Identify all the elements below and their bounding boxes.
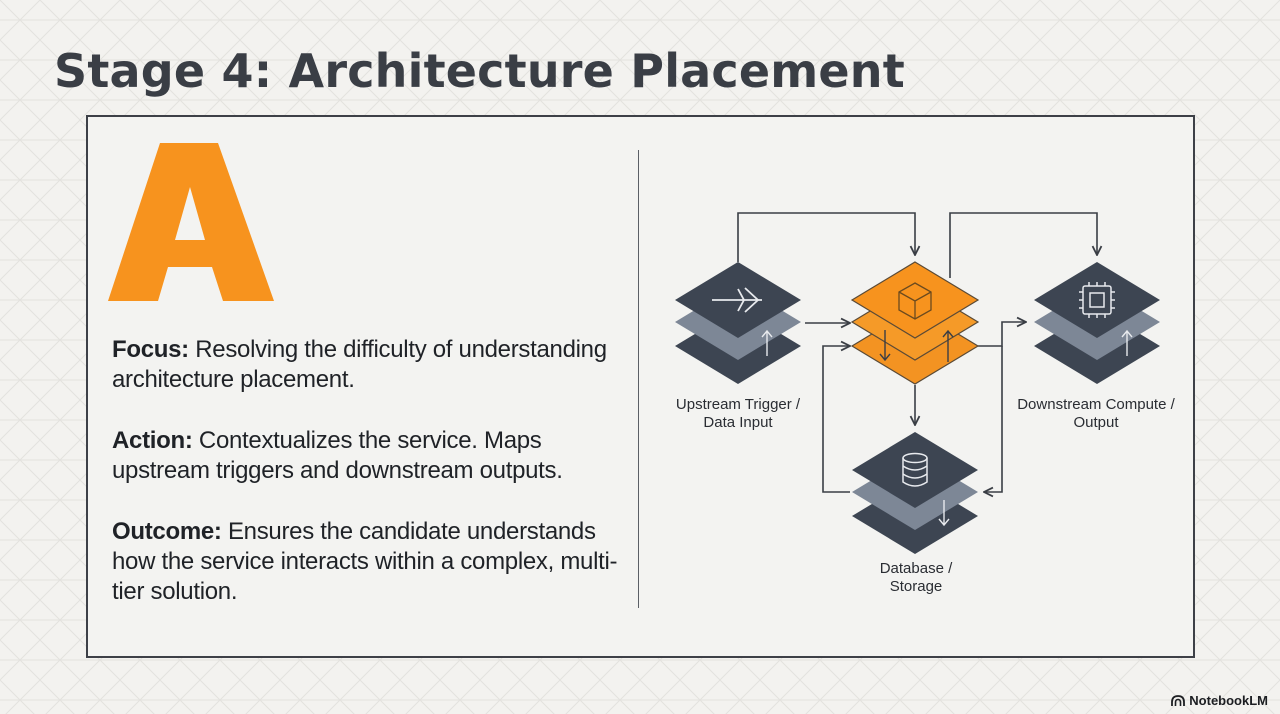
chip-icon	[1079, 282, 1115, 318]
action-point: Action: Contextualizes the service. Maps…	[112, 426, 622, 486]
notebooklm-logo-icon	[1171, 694, 1186, 706]
database-label-line1: Database /	[879, 560, 953, 577]
focus-point: Focus: Resolving the difficulty of under…	[112, 335, 622, 395]
brand-name: NotebookLM	[1189, 693, 1268, 708]
outcome-point: Outcome: Ensures the candidate understan…	[112, 517, 622, 607]
outcome-label: Outcome:	[112, 518, 222, 545]
service-node	[850, 261, 980, 385]
arrow-input-icon	[712, 287, 762, 313]
downstream-label: Downstream Compute / Output	[1010, 396, 1182, 432]
connector-lines	[737, 212, 1097, 492]
upstream-label: Upstream Trigger / Data Input	[668, 396, 808, 432]
database-label: Database / Storage	[856, 560, 976, 596]
upstream-node	[675, 262, 801, 384]
vertical-divider	[638, 150, 639, 608]
page-title: Stage 4: Architecture Placement	[54, 44, 905, 98]
cube-icon	[898, 282, 932, 320]
database-icon	[902, 452, 928, 487]
upstream-label-line1: Upstream Trigger /	[675, 396, 801, 413]
database-label-line2: Storage	[889, 578, 943, 595]
outcome-text: Ensures the candidate understands how th…	[112, 518, 618, 605]
focus-text: Resolving the difficulty of understandin…	[112, 336, 607, 393]
database-node	[852, 432, 978, 554]
architecture-diagram	[675, 212, 1160, 554]
big-letter-a	[108, 143, 274, 301]
upstream-label-line2: Data Input	[703, 414, 773, 431]
downstream-label-line2: Output	[1073, 414, 1119, 431]
downstream-node	[1034, 262, 1160, 384]
action-label: Action:	[112, 427, 193, 454]
content-card	[86, 115, 1195, 658]
notebooklm-watermark: NotebookLM	[1171, 693, 1268, 708]
focus-label: Focus:	[112, 336, 189, 363]
downstream-label-line1: Downstream Compute /	[1017, 396, 1175, 413]
action-text: Contextualizes the service. Maps upstrea…	[112, 427, 563, 484]
